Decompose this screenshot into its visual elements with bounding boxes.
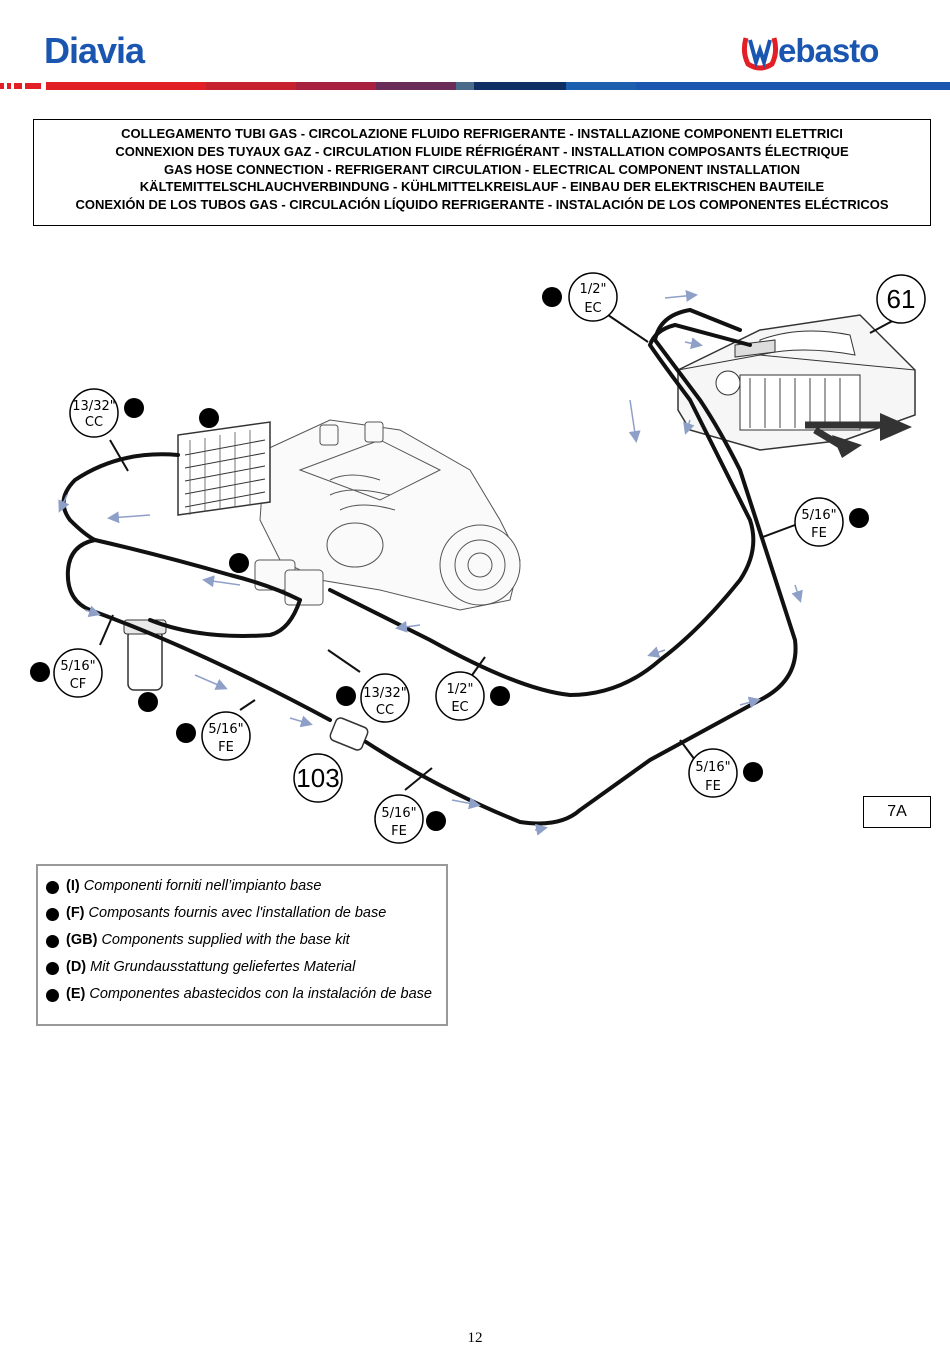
svg-text:FE: FE (391, 824, 407, 839)
callout-13-32-cc-top: 13/32" CC (69, 388, 219, 438)
webasto-logo-text: ebasto (778, 32, 879, 69)
svg-text:103: 103 (296, 763, 339, 793)
callout-13-32-cc-bottom: 13/32" CC (336, 673, 410, 723)
title-line-german: KÄLTEMITTELSCHLAUCHVERBINDUNG - KÜHLMITT… (139, 179, 825, 195)
svg-text:CC: CC (376, 703, 394, 718)
title-line-french: CONNEXION DES TUYAUX GAZ - CIRCULATION F… (115, 143, 849, 159)
callout-5-16-fe-right: 5/16" FE (794, 497, 869, 547)
airflow-arrow-head-2 (832, 435, 862, 458)
diavia-logo: Diavia (44, 30, 145, 71)
svg-text:EC: EC (451, 700, 468, 715)
svg-text:61: 61 (887, 284, 916, 314)
title-line-spanish: CONEXIÓN DE LOS TUBOS GAS - CIRCULACIÓN … (75, 197, 889, 213)
bullet-icon (46, 962, 59, 975)
callout-1-2-ec-top: 1/2" EC (542, 272, 618, 322)
legend-item-english: (GB) Components supplied with the base k… (38, 932, 446, 959)
svg-text:CC: CC (85, 415, 103, 430)
svg-text:1/2": 1/2" (447, 682, 474, 697)
base-kit-marker-compressor (229, 553, 249, 573)
callout-5-16-cf: 5/16" CF (30, 648, 158, 712)
svg-text:FE: FE (218, 740, 234, 755)
svg-text:5/16": 5/16" (381, 806, 416, 821)
svg-text:5/16": 5/16" (208, 722, 243, 737)
svg-text:13/32": 13/32" (72, 399, 115, 414)
svg-text:FE: FE (705, 779, 721, 794)
svg-text:FE: FE (811, 526, 827, 541)
bullet-icon (46, 881, 59, 894)
legend-text: Composants fournis avec l'installation d… (88, 905, 387, 921)
callout-leader-lines (99, 314, 899, 791)
installation-diagram: 1/2" EC 13/32" CC 5/16" FE 5/16" CF 13/3… (30, 272, 926, 844)
legend-text: Mit Grundausstattung geliefertes Materia… (90, 959, 356, 975)
svg-text:13/32": 13/32" (363, 686, 406, 701)
legend-item-italian: (I) Componenti forniti nell’impianto bas… (38, 878, 446, 905)
svg-text:CF: CF (70, 677, 87, 692)
page-number: 12 (467, 1330, 483, 1346)
callout-5-16-fe-left: 5/16" FE (176, 711, 251, 761)
title-line-italian: COLLEGAMENTO TUBI GAS - CIRCOLAZIONE FLU… (121, 126, 843, 141)
legend-code: (GB) (66, 932, 98, 948)
legend-code: (D) (66, 959, 87, 975)
title-box: COLLEGAMENTO TUBI GAS - CIRCOLAZIONE FLU… (33, 119, 931, 226)
ref-103: 103 (293, 753, 343, 803)
legend-box: (I) Componenti forniti nell’impianto bas… (36, 864, 448, 1026)
callout-5-16-fe-bottom: 5/16" FE (374, 794, 446, 844)
svg-text:1/2": 1/2" (580, 282, 607, 297)
svg-text:5/16": 5/16" (801, 508, 836, 523)
legend-text: Componentes abastecidos con la instalaci… (89, 986, 432, 1002)
engine-illustration (254, 419, 521, 611)
legend-item-french: (F) Composants fournis avec l'installati… (38, 905, 446, 932)
bullet-icon (46, 908, 59, 921)
bullet-icon (46, 935, 59, 948)
legend-code: (I) (66, 878, 80, 894)
legend-text: Componenti forniti nell’impianto base (83, 878, 322, 894)
svg-text:5/16": 5/16" (60, 659, 95, 674)
flow-direction-arrows (58, 289, 803, 836)
callout-1-2-ec-bottom: 1/2" EC (435, 671, 510, 721)
legend-item-spanish: (E) Componentes abastecidos con la insta… (38, 986, 446, 1013)
callout-5-16-fe-lower-right: 5/16" FE (688, 748, 763, 798)
legend-code: (F) (66, 905, 85, 921)
header-color-stripe (0, 82, 950, 90)
legend-code: (E) (66, 986, 86, 1002)
legend-text: Components supplied with the base kit (101, 932, 350, 948)
ref-61: 61 (876, 274, 926, 324)
svg-text:EC: EC (584, 301, 601, 316)
condenser-illustration (177, 421, 271, 516)
webasto-logo: ebasto (740, 32, 879, 72)
bullet-icon (46, 989, 59, 1002)
title-line-english: GAS HOSE CONNECTION - REFRIGERANT CIRCUL… (163, 161, 801, 177)
inline-component-illustration (329, 717, 369, 751)
figure-label: 7A (863, 796, 931, 828)
svg-text:5/16": 5/16" (695, 760, 730, 775)
airflow-arrow-head (880, 413, 912, 441)
legend-item-german: (D) Mit Grundausstattung geliefertes Mat… (38, 959, 446, 986)
webasto-emblem-icon (741, 37, 779, 71)
